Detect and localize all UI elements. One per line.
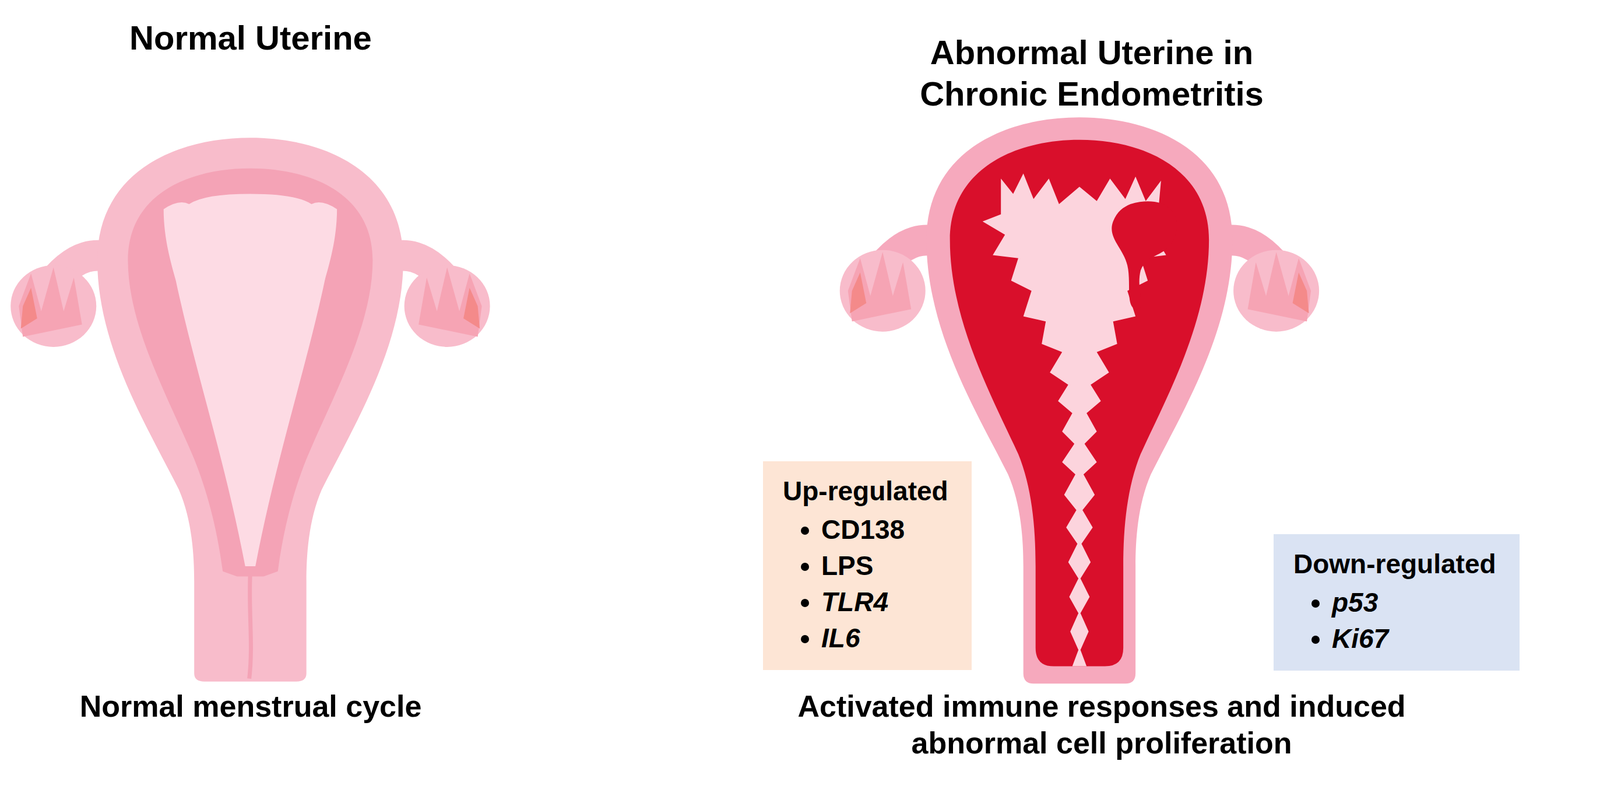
marker-item: IL6 <box>821 619 949 656</box>
normal-uterus <box>10 137 490 682</box>
panel-caption: Activated immune responses and induced a… <box>775 687 1429 762</box>
marker-list: CD138LPSTLR4IL6 <box>782 511 949 656</box>
upregulated-box: Up-regulatedCD138LPSTLR4IL6 <box>762 461 972 670</box>
marker-item: CD138 <box>821 511 949 548</box>
marker-item: p53 <box>1331 584 1497 621</box>
panel-heading: Normal Uterine <box>17 17 484 59</box>
box-heading: Up-regulated <box>782 473 949 509</box>
marker-item: TLR4 <box>821 583 949 620</box>
marker-list: p53Ki67 <box>1293 584 1497 657</box>
panel-caption: Normal menstrual cycle <box>11 687 490 725</box>
box-heading: Down-regulated <box>1293 546 1497 582</box>
downregulated-box: Down-regulatedp53Ki67 <box>1273 533 1520 671</box>
marker-item: Ki67 <box>1331 620 1497 657</box>
marker-item: LPS <box>821 547 949 584</box>
panel-heading: Abnormal Uterine in Chronic Endometritis <box>864 32 1320 115</box>
